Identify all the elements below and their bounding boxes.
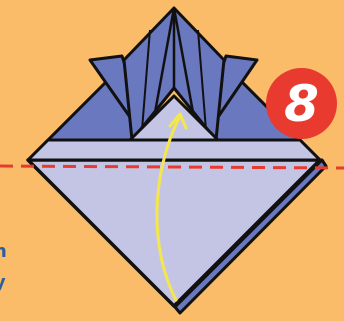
paper-front-band [28, 140, 320, 160]
cropped-text-line-1: n [0, 243, 7, 261]
step-number-badge: 8 [266, 68, 337, 139]
cropped-text-line-2: y [0, 274, 6, 292]
paper-front-triangle [28, 160, 320, 306]
step-number: 8 [284, 79, 319, 129]
